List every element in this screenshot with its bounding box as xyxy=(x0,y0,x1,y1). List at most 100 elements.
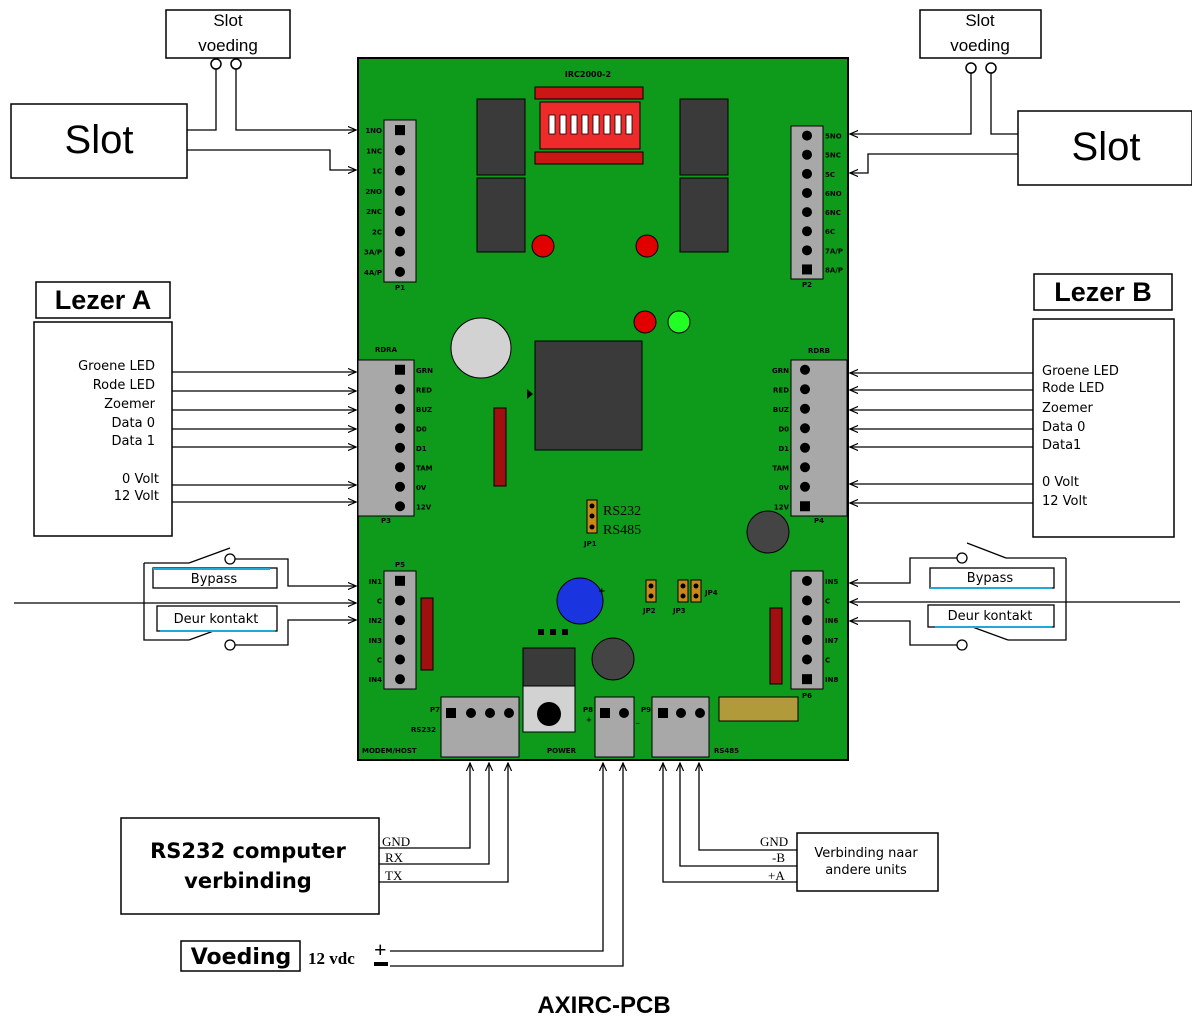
jumper-jp2-label: JP2 xyxy=(642,607,656,615)
pin-label: C xyxy=(825,657,830,665)
reader-a-power: 0 Volt xyxy=(122,472,159,487)
svg-text:voeding: voeding xyxy=(950,36,1010,55)
jumper-rs485-label: RS485 xyxy=(603,523,641,538)
resistor-array-1 xyxy=(493,407,507,487)
power-box: Voeding xyxy=(180,940,301,972)
reader-a-signal: Data 1 xyxy=(112,434,155,449)
svg-text:andere units: andere units xyxy=(825,863,907,878)
red-led-1 xyxy=(531,234,555,258)
jumper-jp4-label: JP4 xyxy=(704,589,718,597)
pin-label: 12V xyxy=(774,503,790,511)
pin-label: 0V xyxy=(779,484,790,492)
svg-text:Verbinding naar: Verbinding naar xyxy=(814,846,918,861)
svg-text:RS232 computer: RS232 computer xyxy=(150,839,346,863)
reader-b-signal: Data1 xyxy=(1042,438,1081,453)
jumper-jp4 xyxy=(690,579,702,603)
jumper-jp2 xyxy=(645,579,657,603)
dark-capacitor-1 xyxy=(746,510,790,554)
reader-b-signal: Groene LED xyxy=(1042,364,1119,379)
connector-p7 xyxy=(440,696,520,758)
pin-label: 6NO xyxy=(825,190,842,198)
reader-a-signal: Zoemer xyxy=(104,397,156,412)
rs485-box: Verbinding naar andere units xyxy=(796,832,939,892)
pin-label: 1C xyxy=(372,168,382,176)
pin-label: 5NO xyxy=(825,133,842,141)
connector-p8 xyxy=(594,696,635,758)
connector-p9 xyxy=(651,696,710,758)
pin-label: IN4 xyxy=(369,676,382,684)
voltage-regulator xyxy=(522,629,576,733)
connector-p8-label: POWER xyxy=(547,747,577,755)
dip-switch xyxy=(534,86,644,165)
red-led-3 xyxy=(633,310,657,334)
connector-name: P6 xyxy=(802,692,812,700)
pin-label: D0 xyxy=(778,425,789,433)
pin-label: BUZ xyxy=(416,406,432,414)
connector-p7-sub: RS232 xyxy=(411,726,436,734)
pin-label: IN1 xyxy=(369,578,382,586)
lock-supply-right: Slot voeding xyxy=(919,9,1042,59)
diagram-title: AXIRC-PCB xyxy=(537,992,670,1019)
pin-label: 1NC xyxy=(366,147,382,155)
rs485-gnd: GND xyxy=(760,834,788,849)
relay-3 xyxy=(679,98,729,176)
dark-capacitor-2 xyxy=(591,637,635,681)
pin-label: IN2 xyxy=(369,617,382,625)
relay-2 xyxy=(476,177,526,253)
reader-b-power: 0 Volt xyxy=(1042,475,1079,490)
pin-label: GRN xyxy=(772,367,789,375)
reader-a-signal: Data 0 xyxy=(112,416,155,431)
rs485-a: +A xyxy=(768,868,785,883)
reader-a-signal: Groene LED xyxy=(78,359,155,374)
connector-p8-minus: _ xyxy=(636,716,640,724)
pin-label: BUZ xyxy=(773,406,789,414)
connector-p8-name: P8 xyxy=(583,706,593,714)
reader-a-power: 12 Volt xyxy=(114,489,159,504)
pin-label: IN7 xyxy=(825,637,838,645)
rs232-tx: TX xyxy=(385,868,403,883)
jumper-jp1-label: JP1 xyxy=(583,540,597,548)
door-contact-label-left: Deur kontakt xyxy=(174,612,259,627)
power-voltage: 12 vdc xyxy=(308,949,355,968)
pin-label: RED xyxy=(416,386,432,394)
pin-label: 1NO xyxy=(365,127,382,135)
jumper-rs232-label: RS232 xyxy=(603,504,641,519)
reader-b-power: 12 Volt xyxy=(1042,494,1087,509)
pin-label: 6NC xyxy=(825,209,841,217)
pin-label: 0V xyxy=(416,484,427,492)
pin-label: TAM xyxy=(416,464,433,472)
red-led-2 xyxy=(635,234,659,258)
lock-left: Slot xyxy=(10,103,188,179)
pin-label: 5NC xyxy=(825,152,841,160)
board-model-label: IRC2000-2 xyxy=(565,70,611,79)
pin-label: D0 xyxy=(416,425,427,433)
pin-label: RED xyxy=(773,386,789,394)
svg-text:verbinding: verbinding xyxy=(184,869,312,893)
jumper-jp3 xyxy=(677,579,689,603)
pin-label: C xyxy=(825,598,830,606)
reader-b-signal: Rode LED xyxy=(1042,381,1104,396)
inputs-right xyxy=(850,542,1180,651)
svg-text:Slot: Slot xyxy=(965,11,995,30)
pin-label: 6C xyxy=(825,228,835,236)
pin-label: IN6 xyxy=(825,617,838,625)
pin-label: IN5 xyxy=(825,578,838,586)
pin-label: 5C xyxy=(825,171,835,179)
blue-capacitor xyxy=(556,577,604,625)
connector-name: P2 xyxy=(802,281,812,289)
connector-header: RDRB xyxy=(808,347,830,355)
reader-a-signal: Rode LED xyxy=(93,378,155,393)
reader-b-signal: Data 0 xyxy=(1042,420,1085,435)
svg-text:Lezer A: Lezer A xyxy=(55,285,152,315)
inputs-left xyxy=(14,547,356,651)
pin-label: 3A/P xyxy=(364,249,382,257)
svg-text:+: + xyxy=(598,587,606,597)
